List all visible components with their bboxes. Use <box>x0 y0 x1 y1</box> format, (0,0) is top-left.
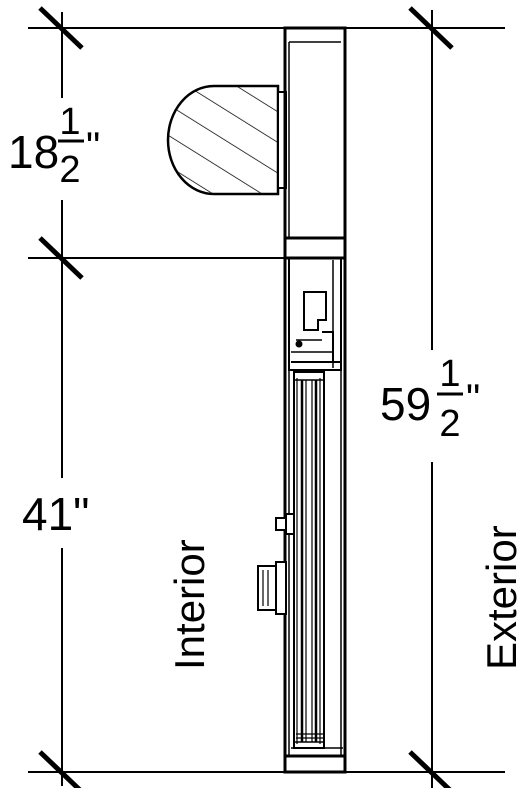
svg-text:1: 1 <box>59 101 80 143</box>
operator-hardware <box>257 513 295 615</box>
svg-text:18: 18 <box>8 126 59 178</box>
svg-text:2: 2 <box>439 403 460 445</box>
svg-text:1: 1 <box>439 353 460 395</box>
sash-glazing <box>293 371 325 749</box>
head-jamb <box>283 26 347 240</box>
window-frame <box>283 236 347 774</box>
svg-text:59: 59 <box>380 378 431 430</box>
sash-top-rail <box>283 236 347 371</box>
dimension-bottom-text: 41" <box>22 488 90 540</box>
svg-text:41": 41" <box>22 488 90 540</box>
interior-label: Interior <box>166 539 213 670</box>
dimension-overall-text: 59 1 2 " <box>380 353 480 445</box>
exterior-label: Exterior <box>478 525 517 670</box>
right-dimension-line <box>345 6 505 788</box>
svg-text:": " <box>466 377 480 421</box>
svg-text:": " <box>86 125 100 169</box>
left-dimension-line <box>28 6 285 788</box>
head-trim-profile <box>166 84 287 196</box>
svg-text:2: 2 <box>59 149 80 191</box>
dimension-top-text: 18 1 2 " <box>8 101 100 191</box>
